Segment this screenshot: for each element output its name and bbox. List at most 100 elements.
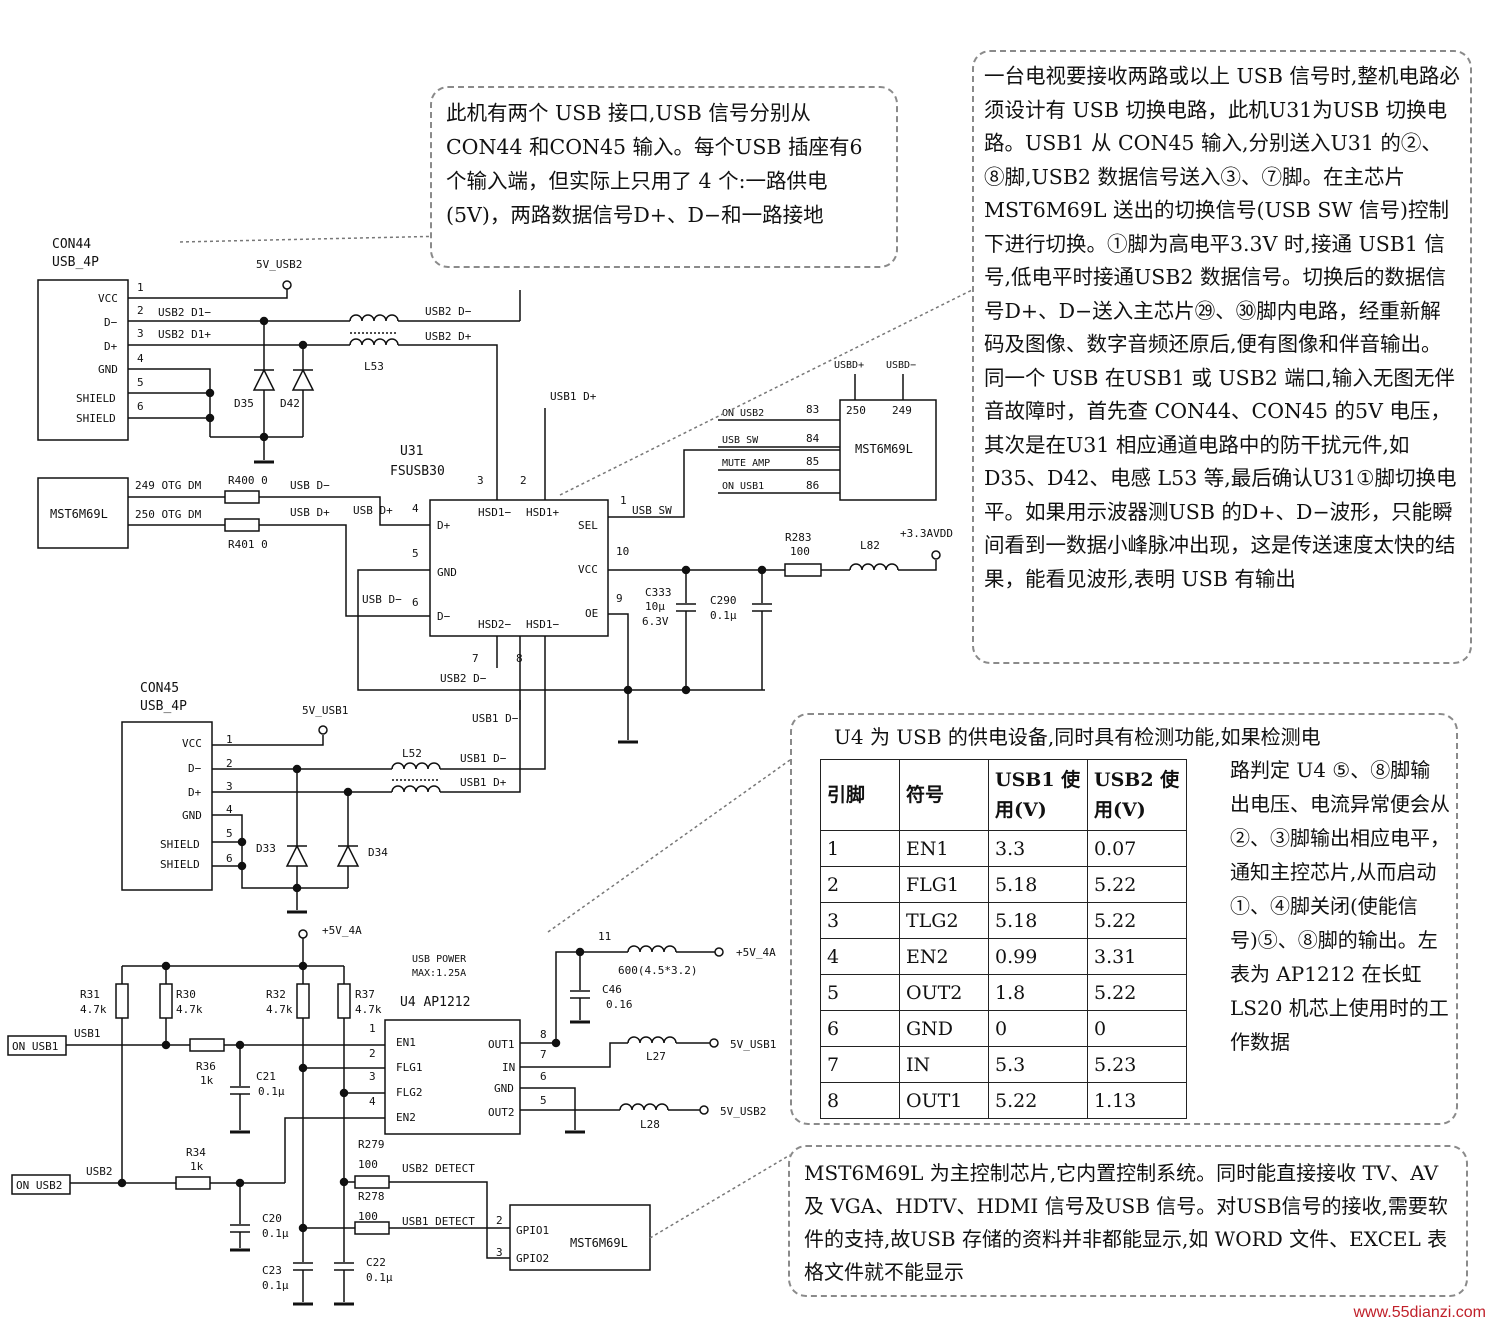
svg-text:MST6M69L: MST6M69L	[50, 507, 108, 521]
svg-text:USB_4P: USB_4P	[52, 255, 99, 270]
svg-text:4: 4	[226, 803, 233, 816]
con44-connector: CON44 USB_4P VCC D− D+ GND SHIELD SHIELD	[37, 237, 129, 441]
svg-text:C21: C21	[256, 1070, 276, 1083]
table-cell: 4	[820, 938, 900, 975]
svg-text:USB2: USB2	[86, 1165, 113, 1178]
svg-text:1: 1	[226, 733, 233, 746]
svg-text:GPIO1: GPIO1	[516, 1224, 549, 1237]
svg-text:C20: C20	[262, 1212, 282, 1225]
svg-text:USB SW: USB SW	[722, 435, 759, 446]
svg-text:C22: C22	[366, 1256, 386, 1269]
table-cell: 0.99	[988, 938, 1088, 975]
svg-text:EN1: EN1	[396, 1036, 416, 1049]
svg-text:USB1 D−: USB1 D−	[472, 712, 519, 725]
svg-text:CON44: CON44	[52, 237, 91, 252]
svg-text:250: 250	[846, 404, 866, 417]
svg-text:FLG2: FLG2	[396, 1086, 423, 1099]
svg-text:2: 2	[369, 1047, 376, 1060]
svg-text:L52: L52	[402, 747, 422, 760]
svg-text:0.1μ: 0.1μ	[258, 1085, 285, 1098]
svg-text:D+: D+	[437, 519, 451, 532]
svg-text:GND: GND	[437, 566, 457, 579]
svg-text:7: 7	[472, 652, 479, 665]
table-cell: 8	[820, 1082, 900, 1119]
svg-text:C46: C46	[602, 983, 622, 996]
svg-text:6: 6	[412, 596, 419, 609]
svg-text:GND: GND	[182, 809, 202, 822]
svg-text:10μ: 10μ	[645, 600, 665, 613]
svg-text:1: 1	[137, 281, 144, 294]
svg-text:GPIO2: GPIO2	[516, 1252, 549, 1265]
table-cell: 5.22	[988, 1082, 1088, 1119]
svg-text:7: 7	[540, 1048, 547, 1061]
svg-text:USB1 D−: USB1 D−	[460, 752, 507, 765]
svg-text:R30: R30	[176, 988, 196, 1001]
svg-text:5: 5	[540, 1094, 547, 1107]
svg-text:0.16: 0.16	[606, 998, 633, 1011]
svg-text:85: 85	[806, 455, 819, 468]
svg-text:L82: L82	[860, 539, 880, 552]
svg-text:5V_USB2: 5V_USB2	[720, 1105, 766, 1118]
table-cell: 5.18	[988, 866, 1088, 903]
svg-text:6: 6	[137, 400, 144, 413]
svg-text:R400 0: R400 0	[228, 474, 268, 487]
svg-text:100: 100	[790, 545, 810, 558]
svg-text:D42: D42	[280, 397, 300, 410]
table-cell: 0	[1087, 1010, 1187, 1047]
svg-text:USB_4P: USB_4P	[140, 699, 187, 714]
svg-text:3: 3	[477, 474, 484, 487]
svg-text:EN2: EN2	[396, 1111, 416, 1124]
svg-text:OE: OE	[585, 607, 598, 620]
svg-text:USB2 D+: USB2 D+	[425, 330, 472, 343]
col-usb2: USB2 使用(V)	[1087, 759, 1187, 831]
usb-ports-text: 此机有两个 USB 接口,USB 信号分别从CON44 和CON45 输入。每个…	[446, 101, 863, 227]
svg-text:5: 5	[412, 547, 419, 560]
svg-text:5V_USB1: 5V_USB1	[302, 704, 348, 717]
svg-text:1: 1	[369, 1022, 376, 1035]
svg-text:U31: U31	[400, 444, 423, 459]
svg-text:600(4.5*3.2): 600(4.5*3.2)	[618, 964, 697, 977]
table-cell: 7	[820, 1046, 900, 1083]
table-cell: 5.23	[1087, 1046, 1187, 1083]
table-cell: FLG1	[899, 866, 989, 903]
svg-text:1k: 1k	[200, 1074, 214, 1087]
table-cell: 5.22	[1087, 974, 1187, 1011]
svg-text:USB POWER: USB POWER	[412, 954, 467, 965]
u31-chip: U31 FSUSB30 D+ GND D− HSD1− HSD1+ HSD2− …	[390, 444, 609, 637]
svg-text:R37: R37	[355, 988, 375, 1001]
table-cell: 6	[820, 1010, 900, 1047]
svg-text:+5V_4A: +5V_4A	[736, 946, 776, 959]
table-cell: 5	[820, 974, 900, 1011]
svg-text:4: 4	[369, 1095, 376, 1108]
svg-text:R278: R278	[358, 1190, 385, 1203]
svg-text:USB1: USB1	[74, 1027, 101, 1040]
svg-text:USB SW: USB SW	[632, 504, 672, 517]
svg-text:R32: R32	[266, 988, 286, 1001]
svg-text:MUTE AMP: MUTE AMP	[722, 458, 770, 469]
svg-text:USB D−: USB D−	[290, 479, 330, 492]
svg-text:1: 1	[620, 494, 627, 507]
svg-text:4.7k: 4.7k	[80, 1003, 107, 1016]
svg-text:2: 2	[137, 304, 144, 317]
svg-text:D−: D−	[188, 762, 202, 775]
table-cell: TLG2	[899, 902, 989, 939]
svg-text:+3.3AVDD: +3.3AVDD	[900, 527, 953, 540]
svg-text:8: 8	[540, 1028, 547, 1041]
svg-text:VCC: VCC	[578, 563, 598, 576]
svg-text:VCC: VCC	[182, 737, 202, 750]
table-cell: EN2	[899, 938, 989, 975]
table-cell: 3.3	[988, 830, 1088, 867]
svg-text:C290: C290	[710, 594, 737, 607]
table-cell: 5.3	[988, 1046, 1088, 1083]
svg-text:OUT1: OUT1	[488, 1038, 515, 1051]
svg-text:4.7k: 4.7k	[176, 1003, 203, 1016]
svg-text:OUT2: OUT2	[488, 1106, 515, 1119]
svg-text:4.7k: 4.7k	[266, 1003, 293, 1016]
svg-text:SEL: SEL	[578, 519, 598, 532]
svg-text:R279: R279	[358, 1138, 385, 1151]
col-symbol: 符号	[899, 759, 989, 831]
svg-text:9: 9	[616, 592, 623, 605]
